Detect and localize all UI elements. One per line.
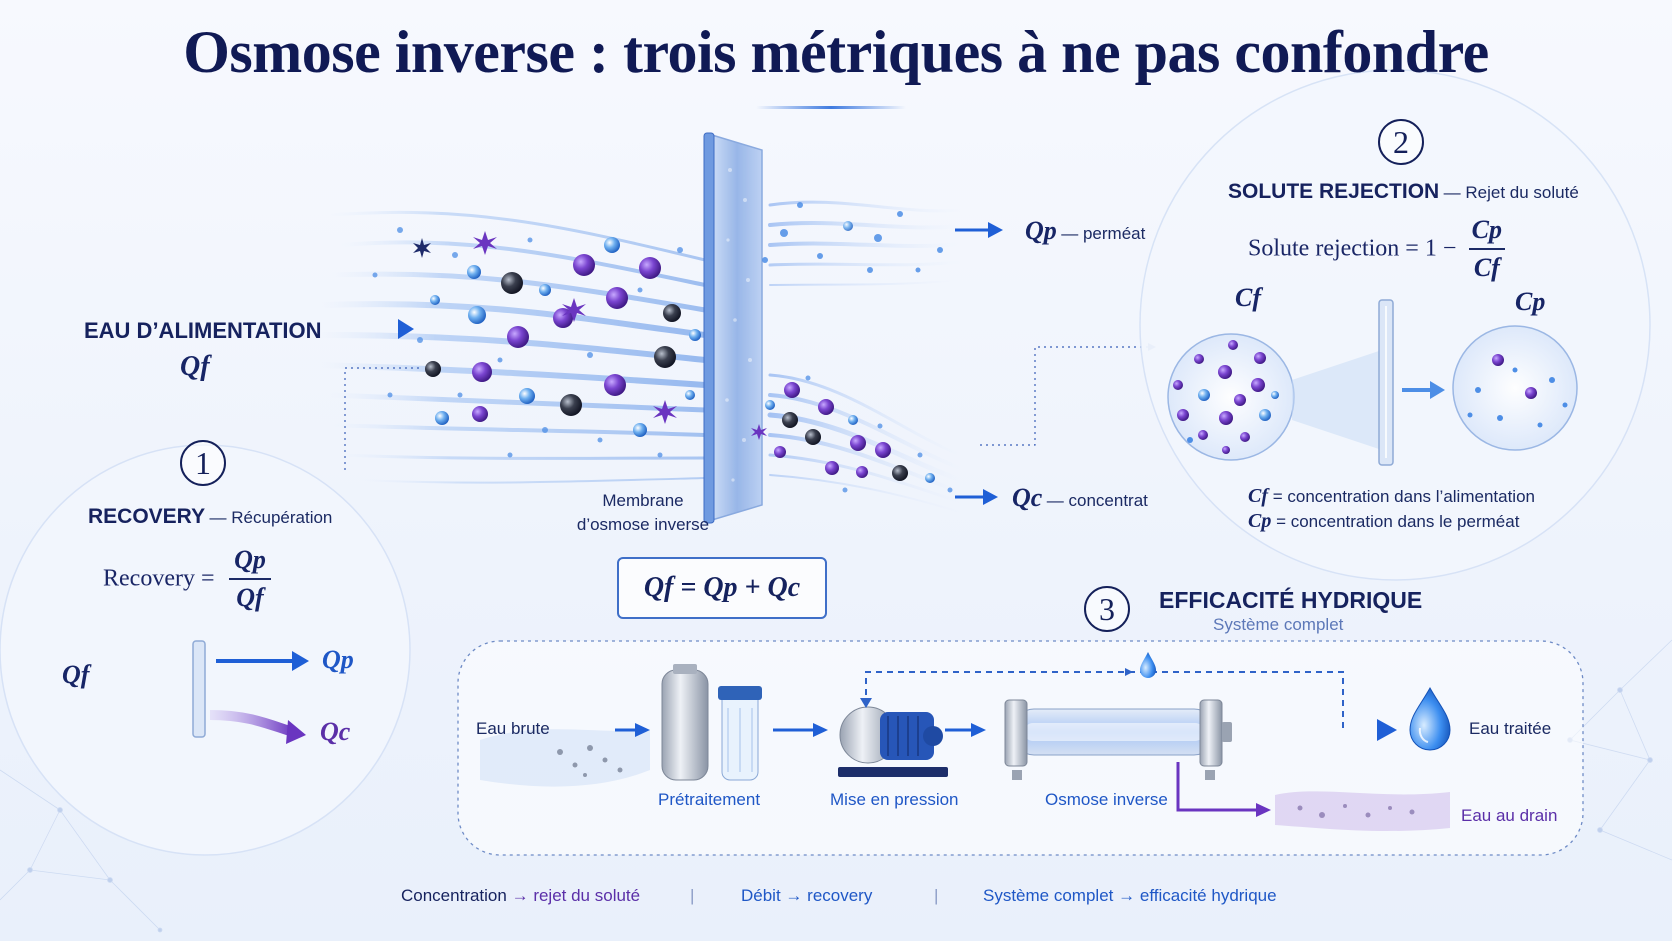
footer-item-3-b: efficacité hydrique bbox=[1139, 886, 1277, 905]
footer-item-1: Concentration → rejet du soluté bbox=[401, 886, 640, 906]
footer-item-2: Débit → recovery bbox=[741, 886, 872, 906]
footer-arrow: → bbox=[511, 886, 529, 905]
flow-arrow-icon bbox=[1176, 762, 1271, 817]
recovery-diagram-in: Qf bbox=[62, 660, 90, 689]
footer-arrow: → bbox=[1118, 886, 1136, 905]
recovery-numerator: Qp bbox=[234, 545, 266, 574]
step-pressure: Mise en pression bbox=[830, 790, 959, 809]
footer-item-2-a: Débit bbox=[741, 886, 781, 905]
membrane-label-line2: d’osmose inverse bbox=[576, 515, 710, 534]
title-underline bbox=[756, 106, 906, 109]
recovery-diagram-out-p: Qp bbox=[322, 645, 354, 674]
permeate-text: — perméat bbox=[1061, 224, 1146, 243]
rejection-panel bbox=[1139, 69, 1651, 581]
efficiency-subtitle: Système complet bbox=[1213, 615, 1344, 634]
recovery-subtitle: — Récupération bbox=[209, 508, 333, 527]
section-number-2: 2 bbox=[1378, 119, 1424, 165]
ro-vessel-icon bbox=[1004, 699, 1232, 780]
recovery-formula: Recovery = Qp Qf bbox=[103, 545, 271, 613]
rejection-numerator: Cp bbox=[1471, 215, 1502, 244]
step-raw-water: Eau brute bbox=[476, 719, 550, 738]
flow-arrow-icon bbox=[773, 723, 828, 737]
permeate-symbol: Qp bbox=[1025, 216, 1057, 245]
filter-tank-icon bbox=[661, 664, 762, 781]
flow-arrow-icon bbox=[318, 319, 414, 339]
page-title: Osmose inverse : trois métriques à ne pa… bbox=[183, 19, 1489, 85]
concentrate-flow bbox=[767, 373, 963, 513]
permeate-concentration-circle bbox=[1452, 325, 1578, 451]
recovery-title: RECOVERY bbox=[88, 505, 206, 528]
legend-cp-text: = concentration dans le perméat bbox=[1276, 512, 1520, 531]
step-treated-water: Eau traitée bbox=[1469, 719, 1552, 738]
step-ro: Osmose inverse bbox=[1045, 790, 1168, 809]
membrane-label-line1: Membrane bbox=[602, 491, 684, 510]
flow-arrow-icon bbox=[955, 489, 998, 505]
footer-separator: | bbox=[690, 886, 695, 905]
rejection-circle-right-label: Cp bbox=[1515, 287, 1546, 316]
rejection-fraction: Cp Cf bbox=[1468, 215, 1505, 283]
fraction-bar bbox=[1468, 248, 1505, 250]
rejection-circle-left-label: Cf bbox=[1235, 283, 1261, 312]
efficiency-title: EFFICACITÉ HYDRIQUE bbox=[1159, 587, 1423, 613]
feed-label: EAU D’ALIMENTATION bbox=[84, 318, 322, 343]
feed-concentration-circle bbox=[1167, 333, 1382, 461]
membrane-icon bbox=[1378, 299, 1394, 466]
recovery-denominator: Qf bbox=[236, 583, 264, 612]
step-drain: Eau au drain bbox=[1461, 806, 1558, 825]
footer-item-1-b: rejet du soluté bbox=[533, 886, 641, 905]
legend-cp-symbol: Cp bbox=[1248, 510, 1272, 532]
legend-cf-text: = concentration dans l’alimentation bbox=[1272, 487, 1535, 506]
legend-cp-row: Cp = concentration dans le perméat bbox=[1248, 509, 1535, 534]
footer-arrow: → bbox=[785, 886, 803, 905]
recovery-diagram bbox=[90, 640, 309, 744]
concentrate-symbol: Qc bbox=[1012, 483, 1043, 512]
legend-cf-row: Cf = concentration dans l’alimentation bbox=[1248, 484, 1535, 509]
rejection-title: SOLUTE REJECTION bbox=[1228, 180, 1440, 203]
rejection-subtitle: — Rejet du soluté bbox=[1443, 183, 1579, 202]
rejection-heading: SOLUTE REJECTION — Rejet du soluté bbox=[1228, 180, 1579, 204]
fraction-bar bbox=[228, 578, 271, 580]
permeate-label: Qp — perméat bbox=[1025, 216, 1145, 246]
flow-arrow-icon bbox=[1255, 719, 1397, 741]
permeate-flow bbox=[768, 200, 962, 286]
legend-cf-symbol: Cf bbox=[1248, 485, 1268, 507]
water-drop-icon bbox=[1140, 652, 1156, 678]
recovery-heading: RECOVERY — Récupération bbox=[88, 505, 332, 529]
recovery-formula-lhs: Recovery = bbox=[103, 565, 215, 592]
feed-symbol: Qf bbox=[180, 351, 210, 382]
concentrate-particles bbox=[751, 375, 953, 493]
section-number-3: 3 bbox=[1084, 586, 1130, 632]
membrane-label: Membrane d’osmose inverse bbox=[568, 489, 718, 537]
balance-equation: Qf = Qp + Qc bbox=[617, 557, 827, 619]
footer-item-1-a: Concentration bbox=[401, 886, 507, 905]
flow-arrow-icon bbox=[1402, 381, 1445, 399]
concentrate-label: Qc — concentrat bbox=[1012, 483, 1148, 513]
footer-separator: | bbox=[934, 886, 939, 905]
footer-item-3: Système complet → efficacité hydrique bbox=[983, 886, 1277, 906]
feed-flow bbox=[317, 210, 708, 484]
rejection-formula-lhs: Solute rejection = 1 − bbox=[1248, 235, 1457, 262]
concentrate-text: — concentrat bbox=[1046, 491, 1148, 510]
pump-icon bbox=[838, 706, 948, 777]
flow-arrow-icon bbox=[955, 222, 1003, 238]
rejection-denominator: Cf bbox=[1473, 253, 1500, 282]
footer-item-3-a: Système complet bbox=[983, 886, 1114, 905]
step-pretreatment: Prétraitement bbox=[658, 790, 761, 809]
flow-arrow-icon bbox=[945, 723, 986, 737]
recovery-diagram-out-c: Qc bbox=[320, 717, 351, 746]
permeate-particles bbox=[762, 202, 943, 273]
raw-water-icon bbox=[480, 723, 650, 787]
rejection-formula: Solute rejection = 1 − Cp Cf bbox=[1248, 215, 1505, 283]
rejection-legend: Cf = concentration dans l’alimentation C… bbox=[1248, 484, 1535, 534]
feed-particles bbox=[372, 227, 701, 458]
drain-water-icon bbox=[1275, 791, 1450, 832]
footer-item-2-b: recovery bbox=[807, 886, 873, 905]
section-number-1: 1 bbox=[180, 440, 226, 486]
membrane-icon bbox=[703, 132, 763, 524]
water-drop-icon bbox=[1409, 686, 1451, 751]
recovery-fraction: Qp Qf bbox=[228, 545, 271, 613]
